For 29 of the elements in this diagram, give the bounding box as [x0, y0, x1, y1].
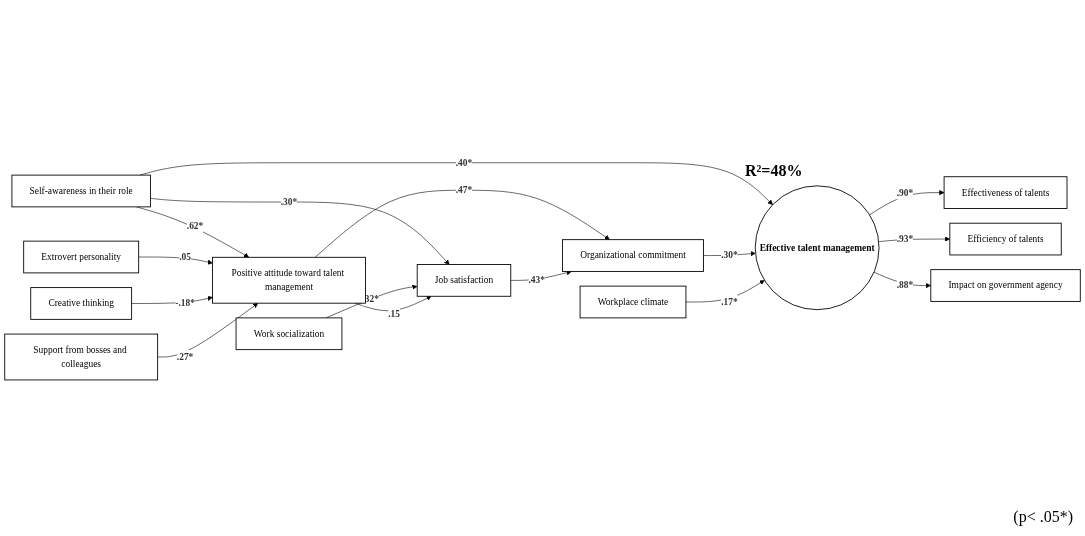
- node-box: Self-awareness in their role: [11, 174, 151, 208]
- node-box: Creative thinking: [30, 287, 133, 320]
- node-box: Extrovert personality: [23, 240, 140, 274]
- node-box: Work socialization: [235, 317, 343, 351]
- edge-label: .93*: [896, 233, 914, 244]
- edge-label: .40*: [455, 157, 473, 168]
- edge-label: .62*: [186, 221, 204, 232]
- node-box: Job satisfaction: [416, 264, 512, 297]
- node-box: Effectiveness of talents: [943, 176, 1068, 210]
- edge-label: .17*: [721, 296, 738, 307]
- edge-label: .27*: [176, 351, 194, 362]
- edge-label: .15: [388, 309, 401, 320]
- edge-label: .47*: [455, 185, 473, 196]
- node-box: Support from bosses and colleagues: [4, 333, 159, 381]
- node-box: Organizational commitment: [562, 239, 704, 273]
- node-box: Positive attitude toward talent management: [212, 257, 366, 304]
- edge-label: .88*: [896, 280, 914, 291]
- node-box: Workplace climate: [579, 285, 687, 319]
- r-squared-label: R²=48%: [745, 162, 803, 180]
- node-box: Impact on government agency: [930, 269, 1081, 303]
- significance-note: (p< .05*): [1013, 508, 1073, 526]
- node-circle: Effective talent management: [754, 185, 880, 311]
- edge-label: .05: [179, 251, 191, 262]
- edge-label: .30*: [280, 196, 298, 207]
- edge-label: .43*: [528, 275, 545, 286]
- edge-label: -.18*: [175, 298, 195, 309]
- edge-label: .30*: [721, 250, 738, 261]
- node-box: Efficiency of talents: [949, 222, 1062, 256]
- edge-label: .90*: [896, 187, 914, 198]
